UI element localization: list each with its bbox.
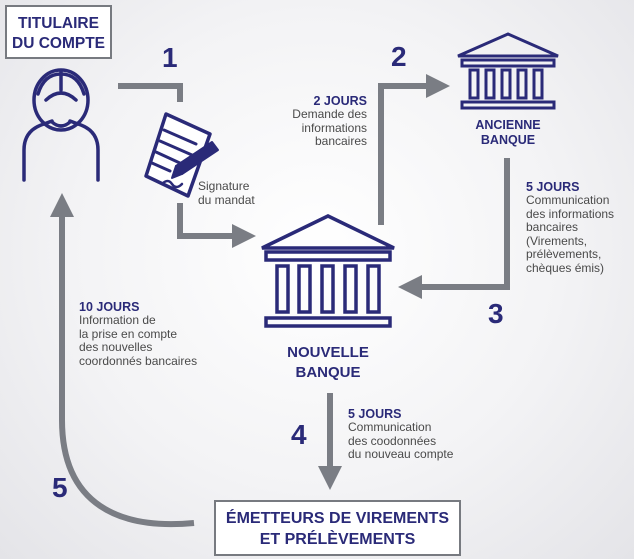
step-5-line: Information de bbox=[79, 313, 156, 327]
person-icon bbox=[22, 68, 100, 182]
issuers-box: ÉMETTEURS DE VIREMENTS ET PRÉLÈVEMENTS bbox=[214, 500, 461, 556]
step-4-line: du nouveau compte bbox=[348, 447, 454, 461]
step-3-number: 3 bbox=[488, 298, 504, 329]
step-2-line: Demande des bbox=[292, 107, 367, 121]
arrow-old-to-new-bank bbox=[398, 158, 510, 299]
step-4-days: 5 JOURS bbox=[348, 407, 402, 421]
account-holder-line1: TITULAIRE bbox=[18, 15, 99, 32]
issuers-line1: ÉMETTEURS DE VIREMENTS bbox=[225, 510, 450, 527]
step-5-line: la prise en compte bbox=[79, 326, 178, 341]
step-5-line: des nouvelles bbox=[79, 340, 153, 354]
issuers-line2: ET PRÉLÈVEMENTS bbox=[259, 531, 416, 548]
step-5-number: 5 bbox=[52, 472, 68, 503]
step-5-description: 10 JOURS Information de la prise en comp… bbox=[79, 300, 197, 368]
arrow-emetteurs-to-person bbox=[50, 193, 195, 528]
step-2-number: 2 bbox=[391, 41, 407, 72]
step-3-line: Communication bbox=[526, 193, 610, 207]
step-5-days: 10 JOURS bbox=[79, 300, 140, 314]
step-3-description: 5 JOURS Communication des informations b… bbox=[526, 180, 614, 275]
step-3-line: (Virements, bbox=[526, 233, 588, 248]
new-bank-label: NOUVELLE BANQUE bbox=[268, 343, 388, 383]
step-3-line: prélèvements, bbox=[526, 247, 602, 261]
step-5-line: coordonnés bancaires bbox=[79, 353, 198, 368]
old-bank-line2: BANQUE bbox=[480, 133, 536, 147]
new-bank-line1: NOUVELLE bbox=[287, 344, 369, 361]
old-bank-label: ANCIENNE BANQUE bbox=[458, 118, 558, 148]
step-1-description: Signature du mandat bbox=[198, 179, 255, 207]
step-4-number: 4 bbox=[291, 419, 307, 450]
arrow-person-to-document bbox=[118, 83, 183, 102]
step-2-days: 2 JOURS bbox=[313, 94, 368, 108]
step-2-description: 2 JOURS Demande des informations bancair… bbox=[250, 94, 367, 149]
account-holder-line2: DU COMPTE bbox=[12, 35, 105, 52]
step-4-line: des coodonnées bbox=[348, 433, 437, 448]
bank-building-icon bbox=[457, 32, 559, 110]
old-bank-line1: ANCIENNE bbox=[475, 118, 541, 132]
step-3-line: bancaires bbox=[526, 220, 579, 234]
signed-document-icon bbox=[144, 112, 219, 198]
step-4-description: 5 JOURS Communication des coodonnées du … bbox=[348, 407, 453, 462]
step-1-number: 1 bbox=[162, 42, 178, 73]
arrow-document-to-new-bank bbox=[177, 203, 256, 248]
step-4-line: Communication bbox=[348, 420, 432, 434]
new-bank-line2: BANQUE bbox=[295, 364, 361, 381]
step-3-days: 5 JOURS bbox=[526, 180, 580, 194]
step-3-line: chèques émis) bbox=[526, 260, 605, 275]
account-holder-box: TITULAIRE DU COMPTE bbox=[5, 5, 112, 59]
step-2-line: informations bbox=[301, 120, 367, 135]
arrow-new-to-old-bank bbox=[378, 74, 450, 225]
step-1-line: Signature bbox=[198, 179, 250, 193]
bank-building-icon bbox=[261, 214, 395, 328]
step-3-line: des informations bbox=[526, 206, 615, 221]
step-1-line: du mandat bbox=[198, 192, 255, 207]
step-2-line: bancaires bbox=[314, 134, 367, 148]
